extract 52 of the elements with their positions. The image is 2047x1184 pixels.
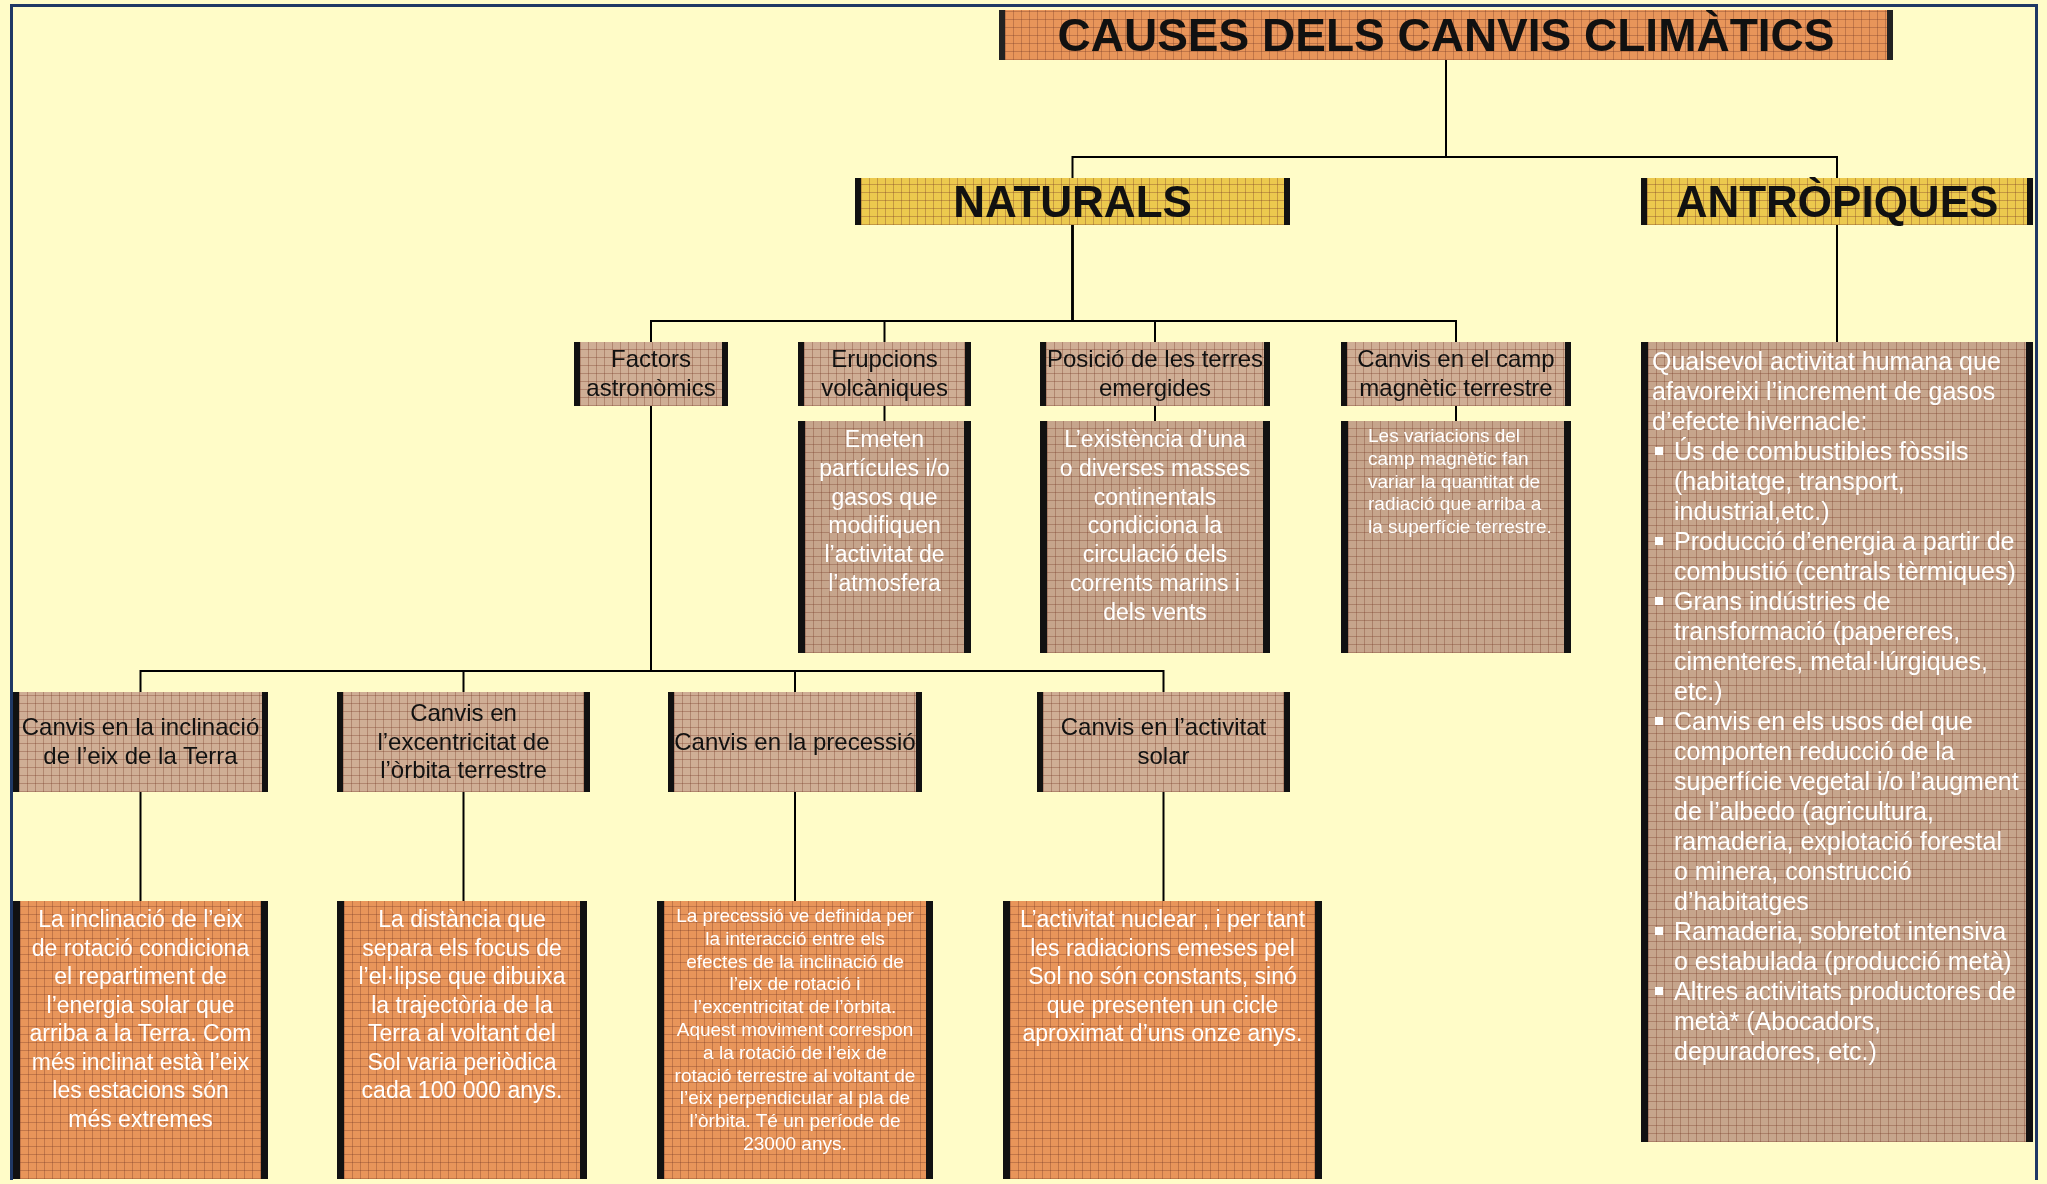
description-box xyxy=(1040,421,1270,653)
description-text: L’activitat nuclear , i per tant les radiacions emeses pel Sol no són constants, sinó que presenten un cicle aproximat d’uns onze anys. xyxy=(1018,905,1307,1048)
title-box xyxy=(999,10,1893,60)
description-box xyxy=(337,901,587,1179)
category-label: ANTRÒPIQUES xyxy=(1675,176,1999,227)
list-item: Grans indústries de transformació (papereres, cimenteres, metal·lúrgiques, etc.) xyxy=(1674,587,1988,705)
category-label: NATURALS xyxy=(953,176,1192,227)
description-text: Les variacions del camp magnètic fan variar la quantitat de radiació que arriba a la superfície terrestre. xyxy=(1368,425,1553,539)
connector-line xyxy=(462,791,465,902)
connector-line xyxy=(139,791,142,902)
cause-label: Posició de les terres emergides xyxy=(1046,345,1264,403)
description-text: La inclinació de l’eix de rotació condiciona el repartiment de l’energia solar que arriba a la Terra. Com més inclinat està l’eix les estacions són més extremes xyxy=(28,905,253,1134)
description-box xyxy=(1341,421,1571,653)
heading-label: CAUSES DELS CANVIS CLIMÀTICS xyxy=(1057,8,1835,62)
cause-label: Canvis en l’activitat solar xyxy=(1059,713,1268,771)
cause-box xyxy=(337,692,590,792)
list-item: Ramaderia, sobretot intensiva o estabulada (producció metà) xyxy=(1674,917,2012,975)
connector-line xyxy=(1154,405,1156,422)
list-item: Altres activitats productores de metà* (Abocadors, depuradores, etc.) xyxy=(1674,977,2016,1065)
category-box xyxy=(855,178,1290,225)
connector-line xyxy=(1455,405,1457,422)
connector-line xyxy=(1162,791,1165,902)
description-text: Emeten partícules i/o gasos que modifiquen l’activitat de l’atmosfera xyxy=(818,425,951,598)
cause-label: Erupcions volcàniques xyxy=(820,345,949,403)
connector-line xyxy=(1836,224,1838,343)
category-box xyxy=(1641,178,2033,225)
description-box xyxy=(798,421,971,653)
description-text: La precessió ve definida per la interacció entre els efectes de la inclinació de l’eix de rotació i l’excentricitat de l’òrbita. Aquest moviment correspon a la rotació de l’eix de rotació terrestre al voltant de l’eix perpendicular al pla de l’òrbita. Té un període de 23000 anys. xyxy=(673,905,917,1156)
description-text: La distància que separa els focus de l’el·lipse que dibuixa la trajectòria de la Terra al voltant del Sol varia periòdica cada 100 000 anys. xyxy=(357,905,567,1105)
cause-label: Factors astronòmics xyxy=(585,345,717,403)
description-box xyxy=(657,901,933,1179)
cause-label: Canvis en l’excentricitat de l’òrbita terrestre xyxy=(376,698,551,786)
cause-box xyxy=(574,342,728,406)
connector-line xyxy=(794,791,796,902)
cause-box xyxy=(1037,692,1290,792)
cause-label: Canvis en el camp magnètic terrestre xyxy=(1356,345,1556,403)
list-item: Canvis en els usos del que comporten reducció de la superfície vegetal i/o l’augment de l’albedo (agricultura, ramaderia, explotació forestal o minera, construcció d’habitatges xyxy=(1674,707,2019,915)
cause-label: Canvis en la inclinació de l’eix de la Terra xyxy=(20,713,261,771)
description-text: L’existència d’una o diverses masses continentals condiciona la circulació dels corrents marins i dels vents xyxy=(1058,425,1252,627)
cause-label: Canvis en la precessió xyxy=(674,727,916,757)
cause-box xyxy=(798,342,971,406)
intro-text: Qualsevol activitat humana que afavoreixi l’increment de gasos d’efecte hivernacle: xyxy=(1652,346,2002,436)
description-box xyxy=(1003,901,1322,1179)
cause-box xyxy=(668,692,922,792)
cause-box xyxy=(1341,342,1571,406)
connector-line xyxy=(883,405,886,422)
cause-box xyxy=(13,692,268,792)
description-box xyxy=(1641,342,2033,1142)
description-box xyxy=(13,901,268,1179)
list-item: Ús de combustibles fòssils (habitatge, transport, industrial,etc.) xyxy=(1674,437,1969,525)
connector-line xyxy=(1071,224,1457,343)
list-item: Producció d’energia a partir de combustió (centrals tèrmiques) xyxy=(1674,527,2016,585)
